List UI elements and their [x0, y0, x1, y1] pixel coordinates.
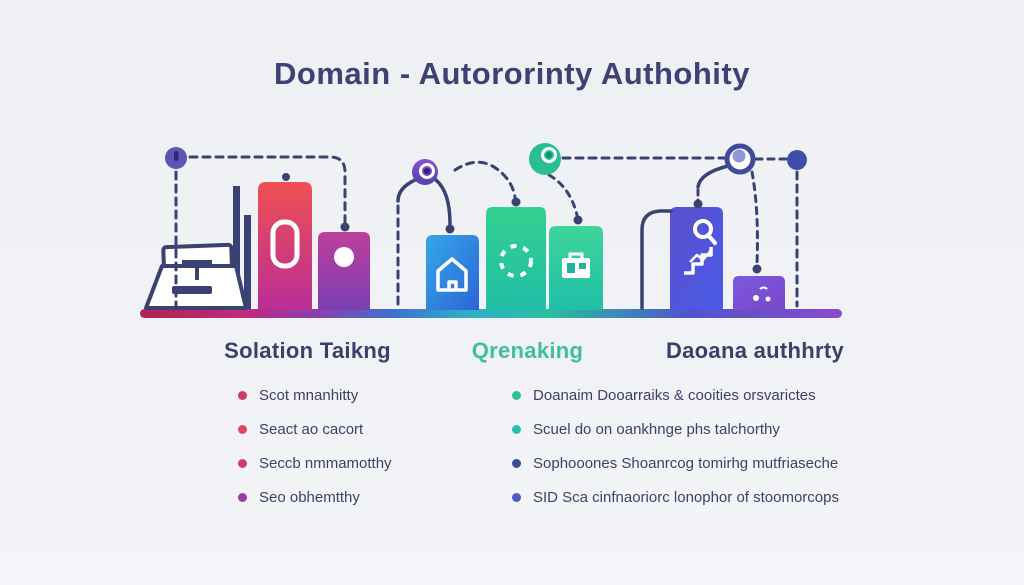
list-item: Sophooones Shoanrcog tomirhg mutfriasech…: [512, 454, 892, 474]
bullet-list-left: Scot mnanhitty Seact ao cacort Seccb nmm…: [238, 386, 488, 522]
node-purple-mid: [412, 159, 438, 185]
bullet-dot: [238, 493, 247, 502]
thin-bar-short: [244, 215, 251, 309]
bullet-text: Doanaim Dooarraiks & cooities orsvaricte…: [533, 387, 816, 404]
dashed-drop-green: [547, 173, 579, 217]
bar-magenta: [318, 232, 370, 310]
bullet-dot: [512, 391, 521, 400]
bar-green-tall: [486, 207, 546, 310]
bar-indigo-tall: [670, 207, 723, 310]
bullet-text: Seo obhemtthy: [259, 489, 360, 506]
timeline-bar: [140, 309, 842, 318]
bullet-text: Scuel do on oankhnge phs talchorthy: [533, 421, 780, 438]
node-purple-left: [165, 147, 187, 169]
dashed-ring-icon: [499, 244, 533, 278]
node-ring: [724, 143, 756, 175]
bullet-dot: [238, 391, 247, 400]
bullet-text: Scot mnanhitty: [259, 387, 359, 404]
bar-violet-short: [733, 276, 785, 310]
arc-ring-left: [696, 164, 730, 189]
dot-icon: [334, 247, 354, 267]
dashed-hop-mid: [453, 160, 517, 199]
list-item: Seact ao cacort: [238, 420, 488, 440]
growth-chart-icon: [684, 247, 713, 275]
arc-mid-right: [434, 178, 452, 226]
bullet-text: Seact ao cacort: [259, 421, 364, 438]
rounded-zero-icon: [270, 219, 300, 269]
bullet-dot: [238, 459, 247, 468]
thin-bar-tall: [233, 186, 240, 309]
bar-blue: [426, 235, 479, 310]
list-item: SID Sca cinfnaoriorc lonophor of stoomor…: [512, 488, 892, 508]
list-item: Scot mnanhitty: [238, 386, 488, 406]
briefcase-icon: [562, 252, 590, 278]
bar-red: [258, 182, 312, 310]
arc-mid-left: [396, 178, 417, 203]
bullet-list-right: Doanaim Dooarraiks & cooities orsvaricte…: [512, 386, 892, 522]
bullet-dot: [512, 459, 521, 468]
home-icon: [436, 257, 468, 292]
list-item: Seccb nmmamotthy: [238, 454, 488, 474]
heading-daoana: Daoana authhrty: [665, 338, 845, 363]
heading-solation: Solation Taikng: [224, 338, 391, 363]
bullet-dot: [238, 425, 247, 434]
laptop-icon: [144, 242, 248, 310]
search-icon: [693, 219, 717, 245]
connector-lines: [174, 155, 799, 310]
list-item: Seo obhemtthy: [238, 488, 488, 508]
bullet-text: Sophooones Shoanrcog tomirhg mutfriasech…: [533, 455, 839, 472]
list-item: Scuel do on oankhnge phs talchorthy: [512, 420, 892, 440]
bullet-text: SID Sca cinfnaoriorc lonophor of stoomor…: [533, 489, 839, 506]
dashed-arc-right: [750, 170, 759, 266]
dashed-hop-left: [188, 155, 347, 224]
node-solid-indigo: [787, 150, 807, 170]
sparkle-icon: [753, 286, 771, 302]
bullet-text: Seccb nmmamotthy: [259, 455, 392, 472]
list-item: Doanaim Dooarraiks & cooities orsvaricte…: [512, 386, 892, 406]
hook-line-right: [640, 209, 673, 310]
bullet-dot: [512, 425, 521, 434]
connector-knobs: [282, 173, 762, 274]
page-title: Domain - Autororinty Authohity: [274, 56, 750, 91]
bar-green-short: [549, 226, 603, 310]
bullet-dot: [512, 493, 521, 502]
node-green: [529, 143, 561, 175]
heading-qrenaking: Qrenaking: [471, 338, 584, 363]
